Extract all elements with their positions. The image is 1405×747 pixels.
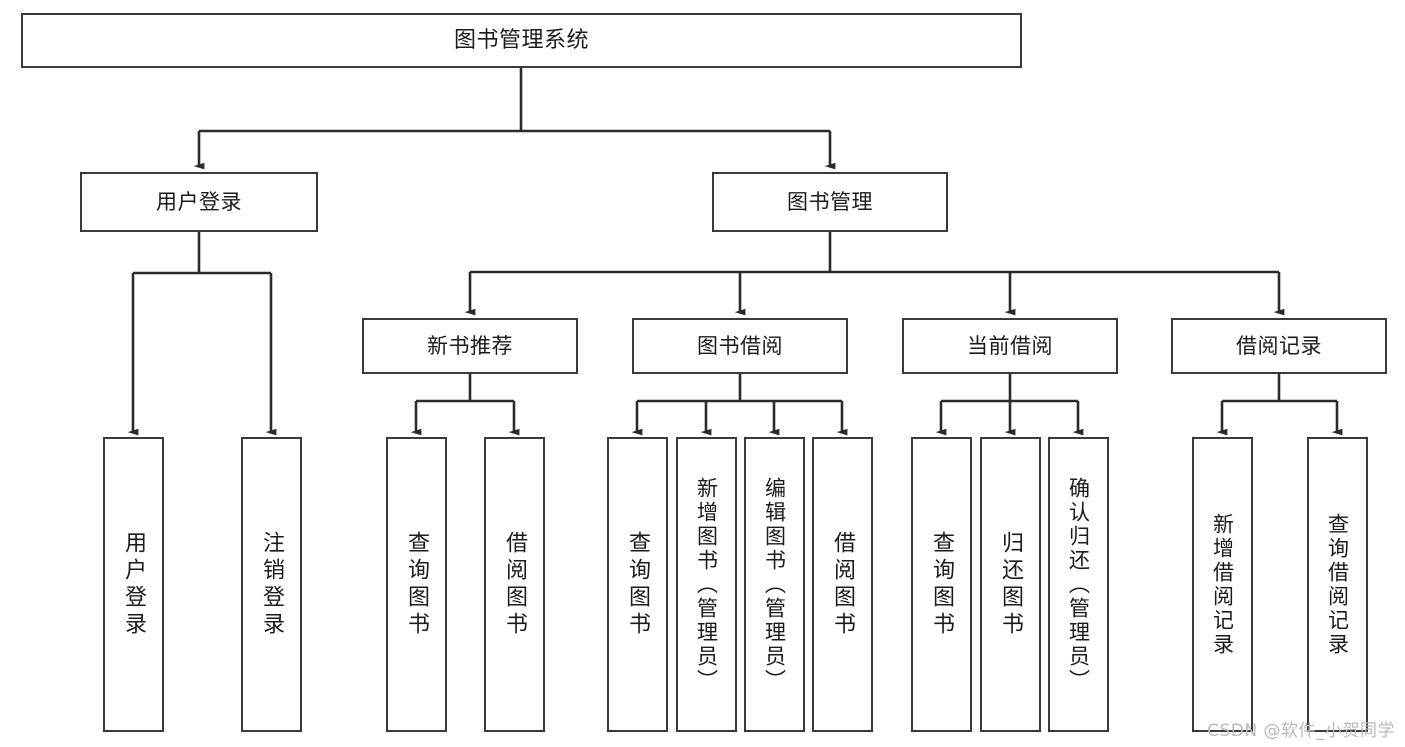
leaf-logout[interactable]: 注销登录 bbox=[241, 437, 302, 732]
node-root-book-management-system[interactable]: 图书管理系统 bbox=[21, 13, 1022, 68]
node-label: 查询借阅记录 bbox=[1325, 512, 1350, 657]
node-label: 编辑图书（管理员） bbox=[762, 476, 787, 693]
node-new-book-recommendation[interactable]: 新书推荐 bbox=[362, 318, 578, 374]
node-label: 借阅图书 bbox=[502, 530, 528, 639]
leaf-query-book-current[interactable]: 查询图书 bbox=[911, 437, 972, 732]
leaf-query-book-new-rec[interactable]: 查询图书 bbox=[386, 437, 447, 732]
leaf-edit-book-admin[interactable]: 编辑图书（管理员） bbox=[744, 437, 805, 732]
node-label: 新增图书（管理员） bbox=[694, 476, 719, 693]
node-label: 用户登录 bbox=[156, 189, 242, 214]
node-label: 查询图书 bbox=[404, 530, 430, 639]
leaf-confirm-return-admin[interactable]: 确认归还（管理员） bbox=[1048, 437, 1109, 732]
node-label: 用户登录 bbox=[121, 530, 147, 639]
node-label: 查询图书 bbox=[929, 530, 955, 639]
node-label: 图书管理 bbox=[787, 189, 873, 214]
node-book-management[interactable]: 图书管理 bbox=[712, 172, 948, 232]
leaf-return-book[interactable]: 归还图书 bbox=[980, 437, 1041, 732]
node-label: 归还图书 bbox=[998, 530, 1024, 639]
node-user-login[interactable]: 用户登录 bbox=[80, 172, 318, 232]
leaf-borrow-book-new-rec[interactable]: 借阅图书 bbox=[484, 437, 545, 732]
node-label: 图书管理系统 bbox=[453, 27, 589, 53]
node-label: 新书推荐 bbox=[427, 333, 513, 358]
leaf-add-book-admin[interactable]: 新增图书（管理员） bbox=[676, 437, 737, 732]
node-label: 借阅图书 bbox=[830, 530, 856, 639]
node-current-borrow[interactable]: 当前借阅 bbox=[902, 318, 1118, 374]
leaf-user-login[interactable]: 用户登录 bbox=[103, 437, 164, 732]
leaf-add-borrow-record[interactable]: 新增借阅记录 bbox=[1192, 437, 1253, 732]
node-label: 查询图书 bbox=[625, 530, 651, 639]
node-label: 注销登录 bbox=[259, 530, 285, 639]
csdn-watermark: CSDN @软件_小贺同学 bbox=[1207, 721, 1395, 741]
node-borrow-record[interactable]: 借阅记录 bbox=[1171, 318, 1387, 374]
node-label: 图书借阅 bbox=[697, 333, 783, 358]
leaf-borrow-book-borrow[interactable]: 借阅图书 bbox=[812, 437, 873, 732]
node-book-borrow[interactable]: 图书借阅 bbox=[632, 318, 848, 374]
node-label: 借阅记录 bbox=[1236, 333, 1322, 358]
leaf-query-book-borrow[interactable]: 查询图书 bbox=[607, 437, 668, 732]
node-label: 当前借阅 bbox=[967, 333, 1053, 358]
node-label: 确认归还（管理员） bbox=[1066, 476, 1091, 693]
leaf-query-borrow-record[interactable]: 查询借阅记录 bbox=[1307, 437, 1368, 732]
node-label: 新增借阅记录 bbox=[1210, 512, 1235, 657]
